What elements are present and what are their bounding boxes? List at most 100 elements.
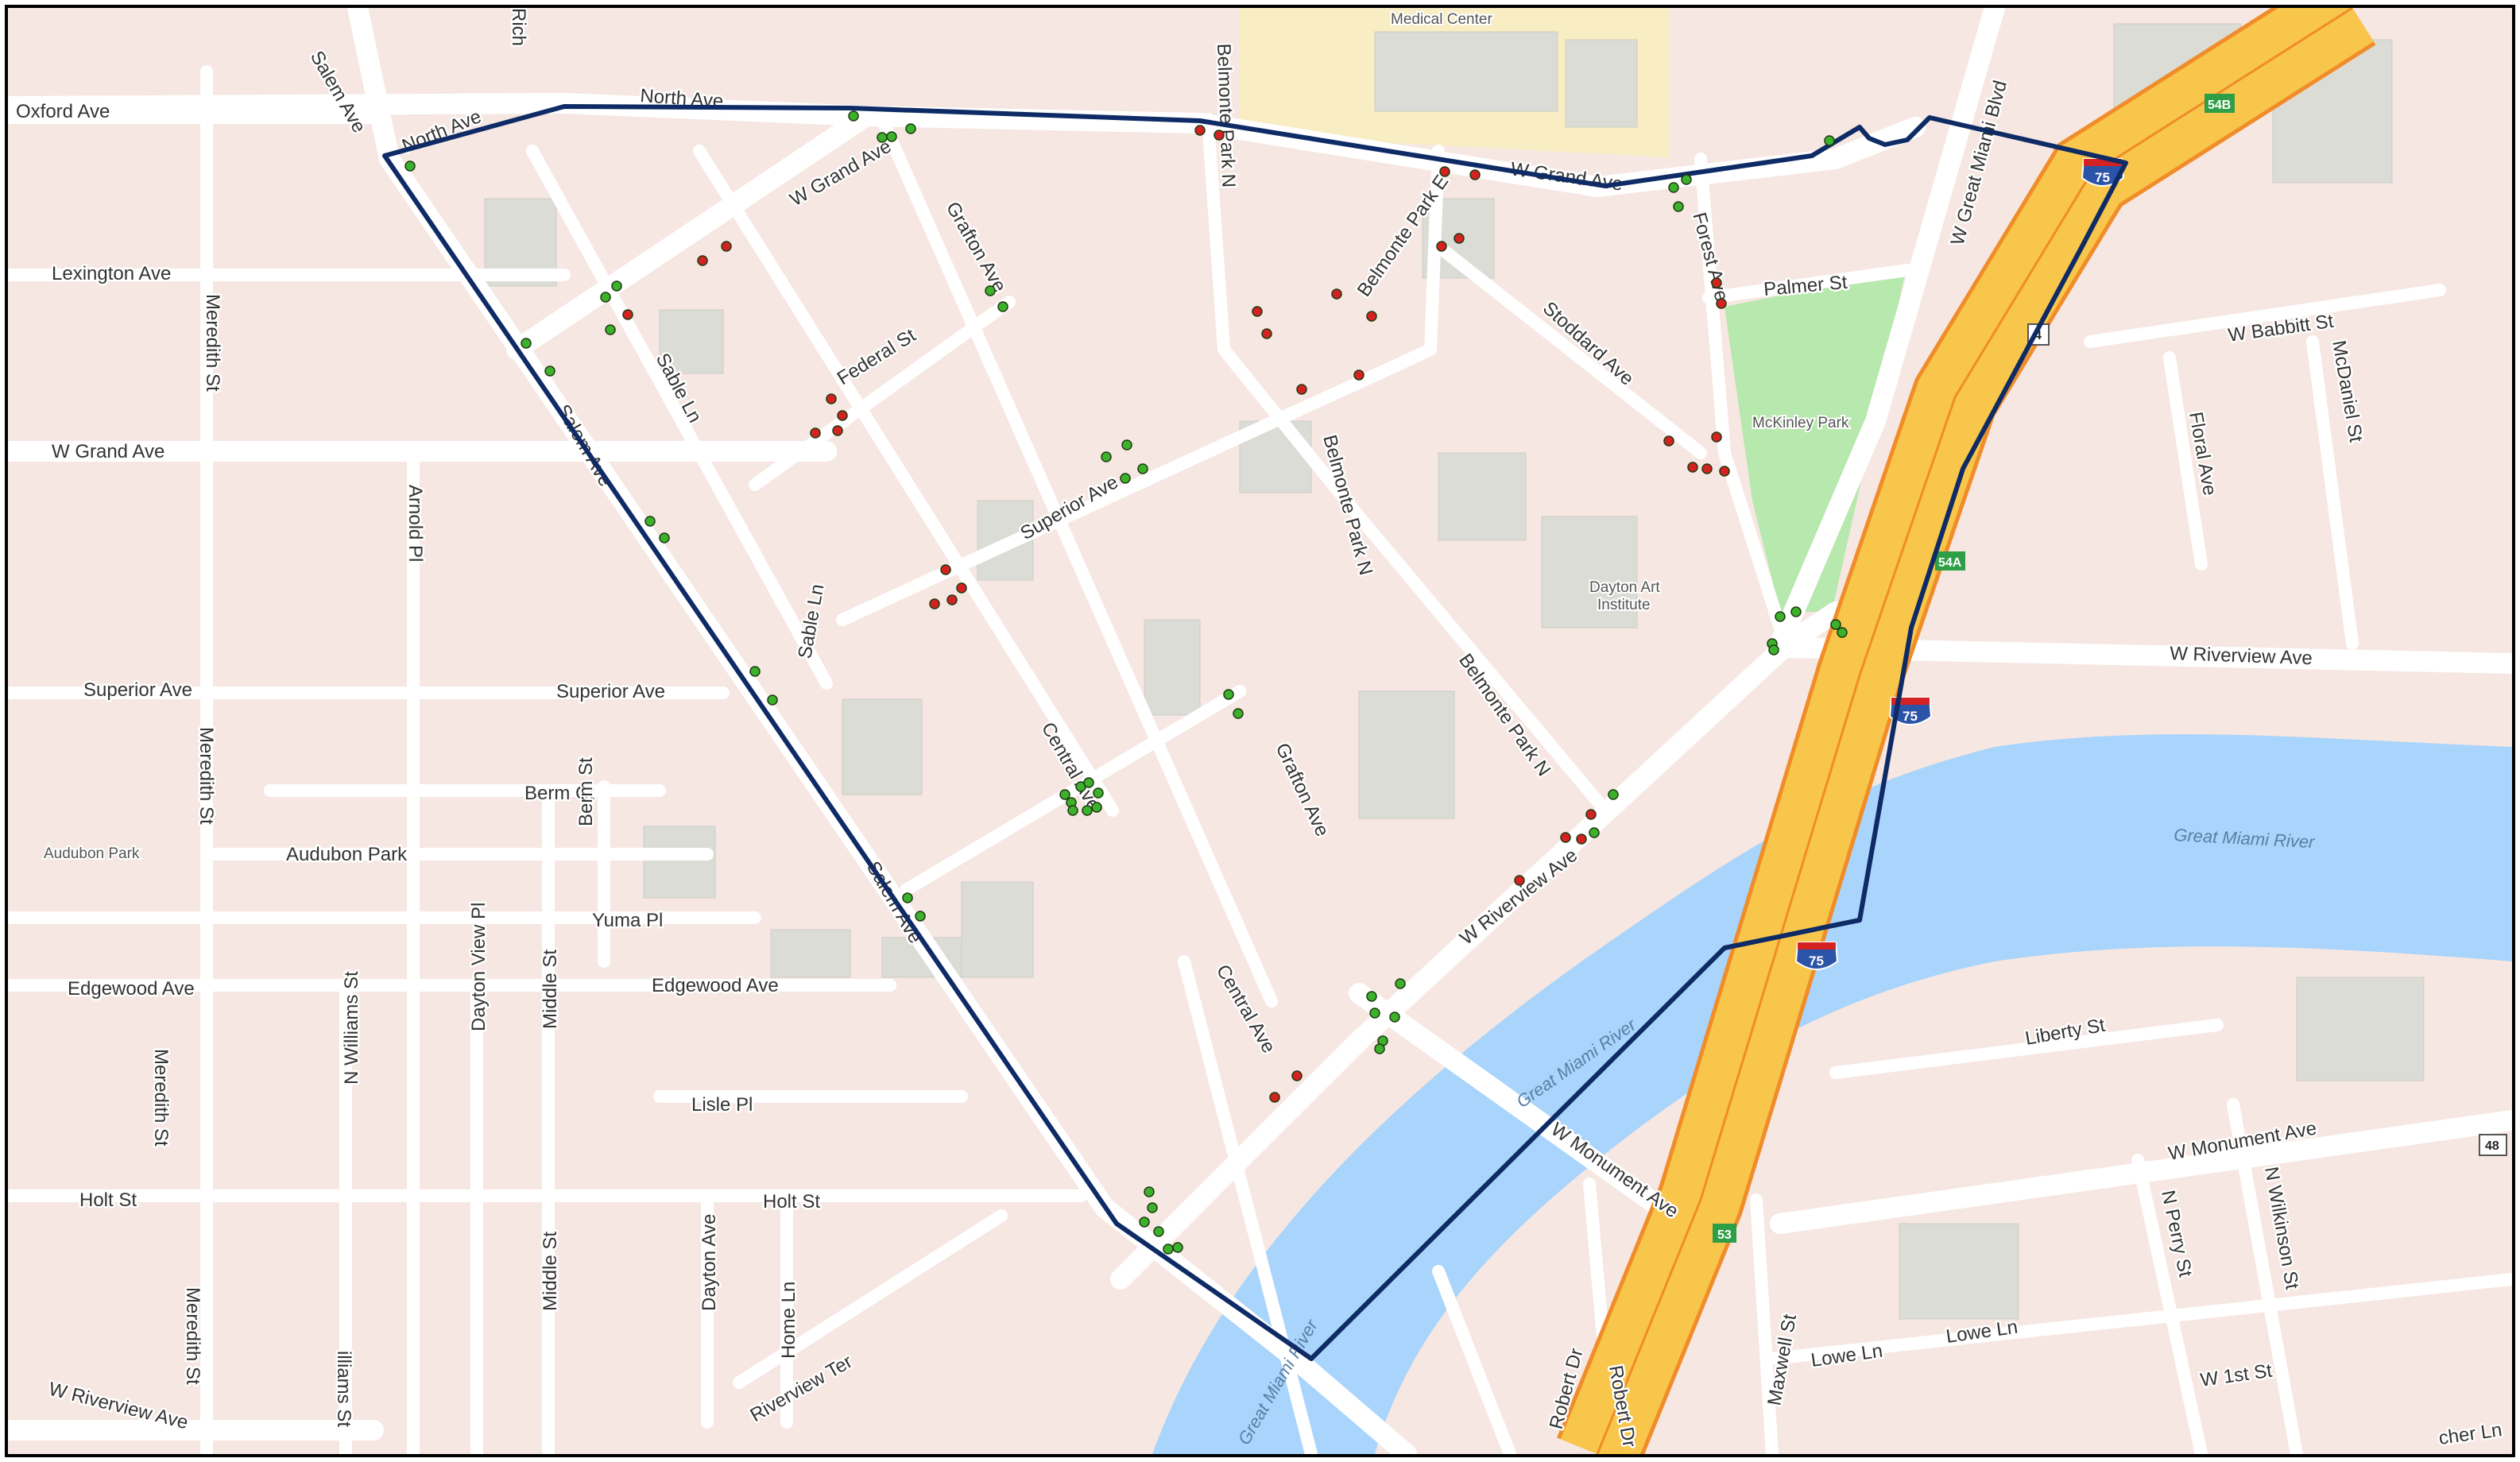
red-marker[interactable] [1711, 431, 1722, 443]
green-marker[interactable] [1153, 1226, 1164, 1237]
green-marker[interactable] [1768, 644, 1779, 656]
red-marker[interactable] [1269, 1092, 1280, 1103]
red-marker[interactable] [1366, 311, 1377, 322]
green-marker[interactable] [1120, 473, 1131, 484]
label-middle-st: Middle St [540, 950, 561, 1029]
green-marker[interactable] [1830, 619, 1841, 630]
label-berm-ct: Berm Ct [525, 783, 594, 804]
red-marker[interactable] [940, 564, 951, 575]
red-marker[interactable] [1560, 832, 1571, 843]
red-marker[interactable] [946, 594, 958, 605]
label-richmond-partial: Rich [508, 8, 529, 46]
green-marker[interactable] [902, 892, 913, 903]
green-marker[interactable] [1775, 611, 1786, 622]
green-marker[interactable] [1137, 463, 1148, 474]
green-marker[interactable] [1668, 182, 1679, 193]
green-marker[interactable] [905, 123, 916, 134]
green-marker[interactable] [997, 301, 1008, 312]
green-marker[interactable] [886, 131, 897, 142]
label-edgewood-ave: Edgewood Ave [652, 975, 779, 996]
green-marker[interactable] [659, 532, 670, 543]
red-marker[interactable] [721, 241, 732, 252]
red-marker[interactable] [929, 598, 940, 609]
green-marker[interactable] [1395, 978, 1406, 989]
green-marker[interactable] [1681, 174, 1692, 185]
red-marker[interactable] [1214, 130, 1225, 141]
red-marker[interactable] [697, 255, 708, 266]
red-marker[interactable] [1711, 277, 1722, 288]
green-marker[interactable] [645, 516, 656, 527]
red-marker[interactable] [1701, 463, 1713, 474]
green-marker[interactable] [1837, 627, 1848, 638]
green-marker[interactable] [521, 338, 532, 349]
red-marker[interactable] [1716, 298, 1727, 309]
green-marker[interactable] [1790, 606, 1802, 617]
red-marker[interactable] [1719, 466, 1730, 477]
green-marker[interactable] [1059, 789, 1070, 800]
green-marker[interactable] [1824, 135, 1835, 146]
green-marker[interactable] [1369, 1008, 1380, 1019]
red-marker[interactable] [622, 309, 633, 320]
green-marker[interactable] [1144, 1186, 1155, 1197]
green-marker[interactable] [544, 366, 555, 377]
red-marker[interactable] [956, 582, 967, 594]
red-marker[interactable] [1353, 369, 1365, 381]
green-marker[interactable] [1163, 1243, 1174, 1255]
label-lisle-pl: Lisle Pl [691, 1094, 753, 1116]
map-frame[interactable]: Oxford Ave North Ave North Ave Salem Ave… [5, 5, 2515, 1457]
green-marker[interactable] [749, 666, 761, 677]
red-marker[interactable] [1514, 875, 1525, 886]
green-marker[interactable] [877, 132, 888, 143]
green-marker[interactable] [1673, 201, 1684, 212]
red-marker[interactable] [832, 425, 843, 436]
red-marker[interactable] [1291, 1070, 1303, 1081]
red-marker[interactable] [1469, 169, 1481, 180]
green-marker[interactable] [600, 292, 611, 303]
red-marker[interactable] [1331, 288, 1342, 300]
label-yuma-pl: Yuma Pl [592, 910, 663, 931]
map-canvas[interactable]: Oxford Ave North Ave North Ave Salem Ave… [8, 8, 2512, 1454]
svg-text:75: 75 [2095, 170, 2110, 185]
green-marker[interactable] [915, 911, 926, 922]
red-marker[interactable] [1585, 809, 1597, 820]
red-marker[interactable] [1194, 125, 1206, 136]
green-marker[interactable] [1366, 991, 1377, 1002]
green-marker[interactable] [1067, 805, 1078, 816]
red-marker[interactable] [837, 410, 848, 421]
green-marker[interactable] [1093, 787, 1104, 799]
green-marker[interactable] [1608, 789, 1619, 800]
green-marker[interactable] [1091, 802, 1102, 813]
green-marker[interactable] [985, 285, 996, 296]
red-marker[interactable] [1454, 233, 1465, 244]
red-marker[interactable] [810, 427, 821, 439]
green-marker[interactable] [1389, 1011, 1400, 1023]
green-marker[interactable] [1374, 1043, 1385, 1054]
green-marker[interactable] [1147, 1202, 1158, 1213]
red-marker[interactable] [826, 393, 837, 404]
red-marker[interactable] [1439, 166, 1450, 177]
red-marker[interactable] [1576, 833, 1587, 845]
green-marker[interactable] [1082, 805, 1093, 816]
red-marker[interactable] [1296, 384, 1307, 395]
svg-text:54B: 54B [2208, 99, 2231, 112]
green-marker[interactable] [1223, 689, 1234, 700]
green-marker[interactable] [767, 694, 778, 706]
red-marker[interactable] [1436, 241, 1447, 252]
red-marker[interactable] [1252, 306, 1263, 317]
green-marker[interactable] [405, 161, 416, 172]
green-marker[interactable] [1233, 708, 1244, 719]
svg-text:53: 53 [1717, 1228, 1732, 1242]
label-arnold-pl: Arnold Pl [405, 485, 426, 562]
green-marker[interactable] [848, 110, 859, 122]
red-marker[interactable] [1663, 435, 1674, 447]
green-marker[interactable] [1139, 1216, 1150, 1228]
green-marker[interactable] [611, 280, 622, 292]
green-marker[interactable] [1589, 827, 1600, 838]
green-marker[interactable] [1121, 439, 1132, 451]
green-marker[interactable] [605, 324, 616, 335]
green-marker[interactable] [1101, 451, 1112, 462]
red-marker[interactable] [1687, 462, 1698, 473]
green-marker[interactable] [1172, 1242, 1183, 1253]
red-marker[interactable] [1261, 328, 1272, 339]
green-marker[interactable] [1083, 777, 1094, 788]
